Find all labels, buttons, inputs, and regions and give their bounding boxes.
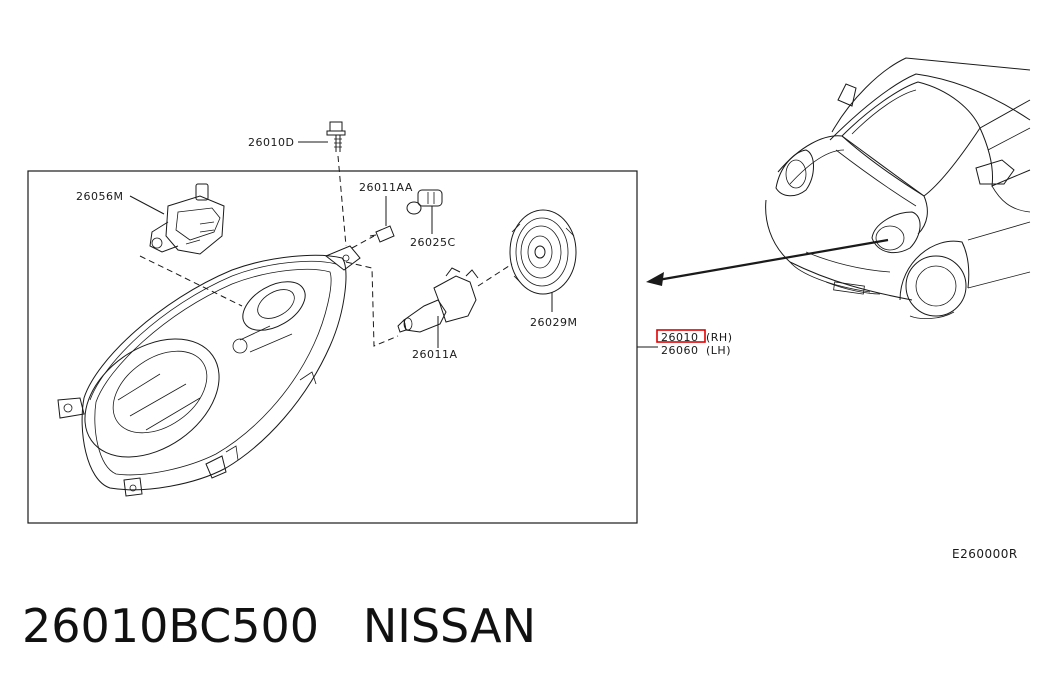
assembly-rh-code: 26010 (661, 331, 699, 344)
page-title: 26010BC500 NISSAN (22, 599, 536, 653)
bolt-callout: 26010D (248, 136, 294, 149)
assembly-rh-side: (RH) (706, 331, 733, 344)
main-bulb-callout: 26011A (412, 348, 458, 361)
figure-code: E260000R (952, 547, 1018, 561)
leveling-actuator-part (149, 183, 225, 255)
dust-cap-part (509, 209, 577, 295)
small-bulb-callout: 26025C (410, 236, 456, 249)
small-bulb-part (406, 189, 443, 215)
socket-callout: 26011AA (359, 181, 413, 194)
assembly-rh-highlight (656, 329, 706, 343)
location-arrow (657, 238, 889, 282)
assembly-lh-side: (LH) (706, 344, 731, 357)
bolt-part (326, 121, 346, 152)
assembly-lh-code: 26060 (661, 344, 699, 357)
headlamp-housing (57, 245, 361, 497)
actuator-callout: 26056M (76, 190, 123, 203)
main-bulb-part (397, 267, 479, 333)
dust-cap-callout: 26029M (530, 316, 577, 329)
socket-part (369, 225, 395, 243)
vehicle-illustration (765, 57, 1031, 320)
arrowhead-icon (646, 272, 664, 286)
